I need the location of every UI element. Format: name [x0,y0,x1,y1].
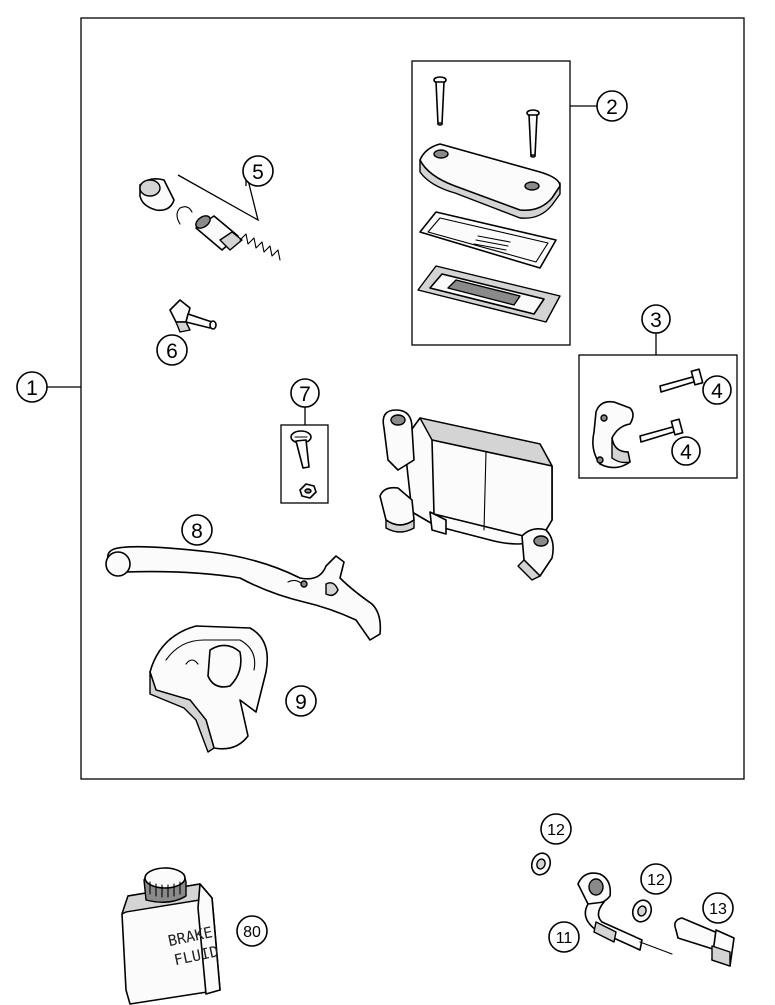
brake-lever [105,545,382,641]
callout-9: 9 [285,685,317,717]
callout-6: 6 [156,334,188,366]
group-3-frame [578,354,738,479]
reservoir-cover [419,143,561,219]
washer-upper [530,852,552,876]
rubber-diaphragm [417,265,561,323]
assembly-frame [80,17,745,780]
svg-text:4: 4 [680,441,692,464]
callout-1: 1 [16,371,48,403]
lever-guard [149,625,269,753]
dust-boot [139,178,175,212]
circlip [176,206,193,225]
callout-12-lower: 12 [640,863,672,895]
group-2-frame [411,60,571,346]
callout-3: 3 [641,304,671,334]
reservoir-cover-set [417,76,561,323]
svg-text:9: 9 [295,691,307,714]
callout-12-upper: 12 [540,813,572,845]
adjuster-screw [169,299,217,333]
callout-7: 7 [290,378,320,408]
master-cylinder-body [379,409,554,581]
svg-text:13: 13 [709,901,727,918]
cover-screw-left [433,76,447,126]
banjo-bolt [674,917,735,967]
svg-text:80: 80 [243,924,261,941]
svg-text:4: 4 [711,380,723,403]
clamp-screw-lower [639,418,684,443]
brake-fluid-bottle: BRAKE FLUID [121,867,221,1005]
svg-text:2: 2 [606,96,618,119]
svg-text:7: 7 [299,383,311,406]
svg-text:12: 12 [547,822,565,839]
svg-text:3: 3 [650,309,662,332]
svg-text:11: 11 [556,930,573,947]
svg-text:12: 12 [647,872,665,889]
piston [195,215,243,251]
brake-hose [577,872,673,955]
callout-11: 11 [548,921,580,953]
svg-text:6: 6 [166,340,178,363]
callout-4-lower: 4 [671,436,701,466]
group-5-frame [177,171,259,222]
washer-lower [631,899,653,923]
callout-8: 8 [181,514,213,546]
callout-5: 5 [242,155,274,187]
svg-text:1: 1 [26,377,38,400]
pivot-bolt [290,430,312,469]
svg-text:5: 5 [252,161,264,184]
group-7-frame [280,424,329,504]
handlebar-clamp [592,400,634,469]
svg-text:8: 8 [191,520,203,543]
callout-13: 13 [702,892,734,924]
cover-screw-right [526,109,540,158]
piston-kit [139,178,281,261]
clamp-screw-upper [659,368,704,393]
pivot-nut [299,483,317,499]
return-spring [239,233,281,261]
callout-4-upper: 4 [702,375,732,405]
callout-80: 80 [236,915,268,947]
callout-2: 2 [596,90,628,122]
diaphragm-plate [419,211,557,269]
